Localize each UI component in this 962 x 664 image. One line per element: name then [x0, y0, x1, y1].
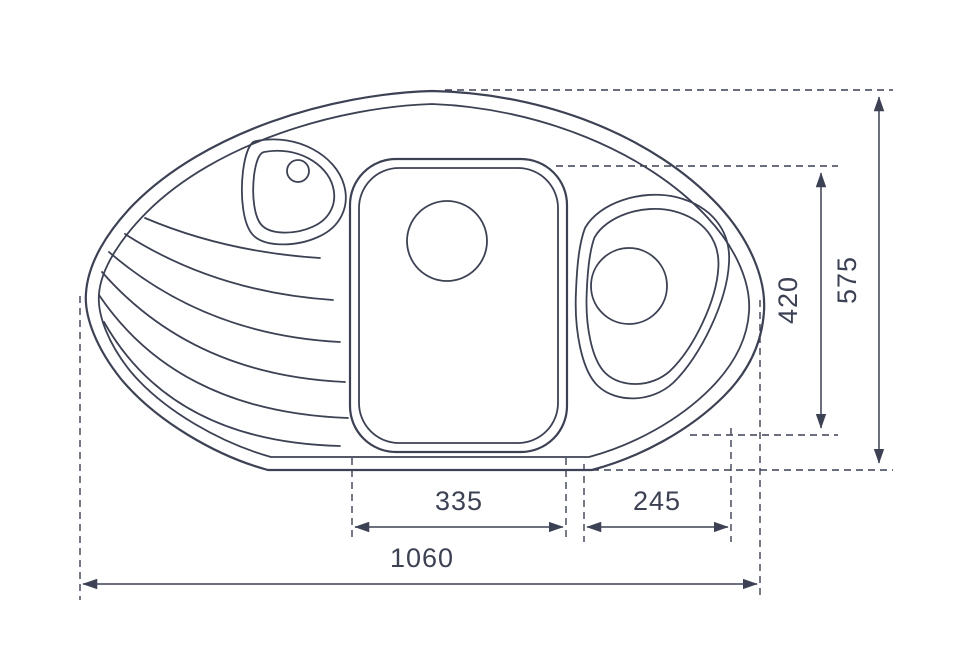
main-bowl — [348, 157, 569, 454]
accessory-bowl — [242, 139, 346, 244]
accessory-bowl-drain-hole — [286, 159, 310, 183]
dimension-lines — [82, 96, 885, 590]
drainboard-groove — [98, 294, 349, 419]
extension-lines — [79, 89, 893, 600]
drainboard-groove — [144, 217, 321, 259]
dim-label-overall-depth: 575 — [832, 256, 862, 304]
main-bowl-drain-hole — [406, 200, 488, 282]
sink-outer-rim — [84, 89, 766, 472]
accessory-bowl-inner-rim — [252, 150, 335, 234]
drainboard-groove — [101, 271, 346, 383]
accessory-bowl-outline — [242, 139, 346, 244]
drainboard-groove — [124, 233, 334, 301]
side-bowl-outline — [576, 195, 729, 399]
side-bowl-drain-hole — [590, 247, 668, 325]
dim-label-side-bowl-width: 245 — [633, 486, 681, 516]
main-bowl-inner-rim — [358, 167, 559, 444]
dim-label-main-bowl-width: 335 — [435, 486, 483, 516]
dimension-labels: 575 420 335 245 1060 — [390, 256, 862, 573]
drainboard — [98, 217, 349, 447]
main-bowl-outline — [348, 157, 569, 454]
drainboard-groove — [108, 251, 341, 343]
dim-label-overall-width: 1060 — [390, 543, 454, 573]
side-bowl — [576, 195, 729, 399]
drainboard-groove — [103, 321, 341, 447]
dim-label-bowl-depth: 420 — [773, 276, 803, 324]
sink-inner-rim — [97, 103, 751, 458]
side-bowl-inner-rim — [585, 208, 720, 385]
